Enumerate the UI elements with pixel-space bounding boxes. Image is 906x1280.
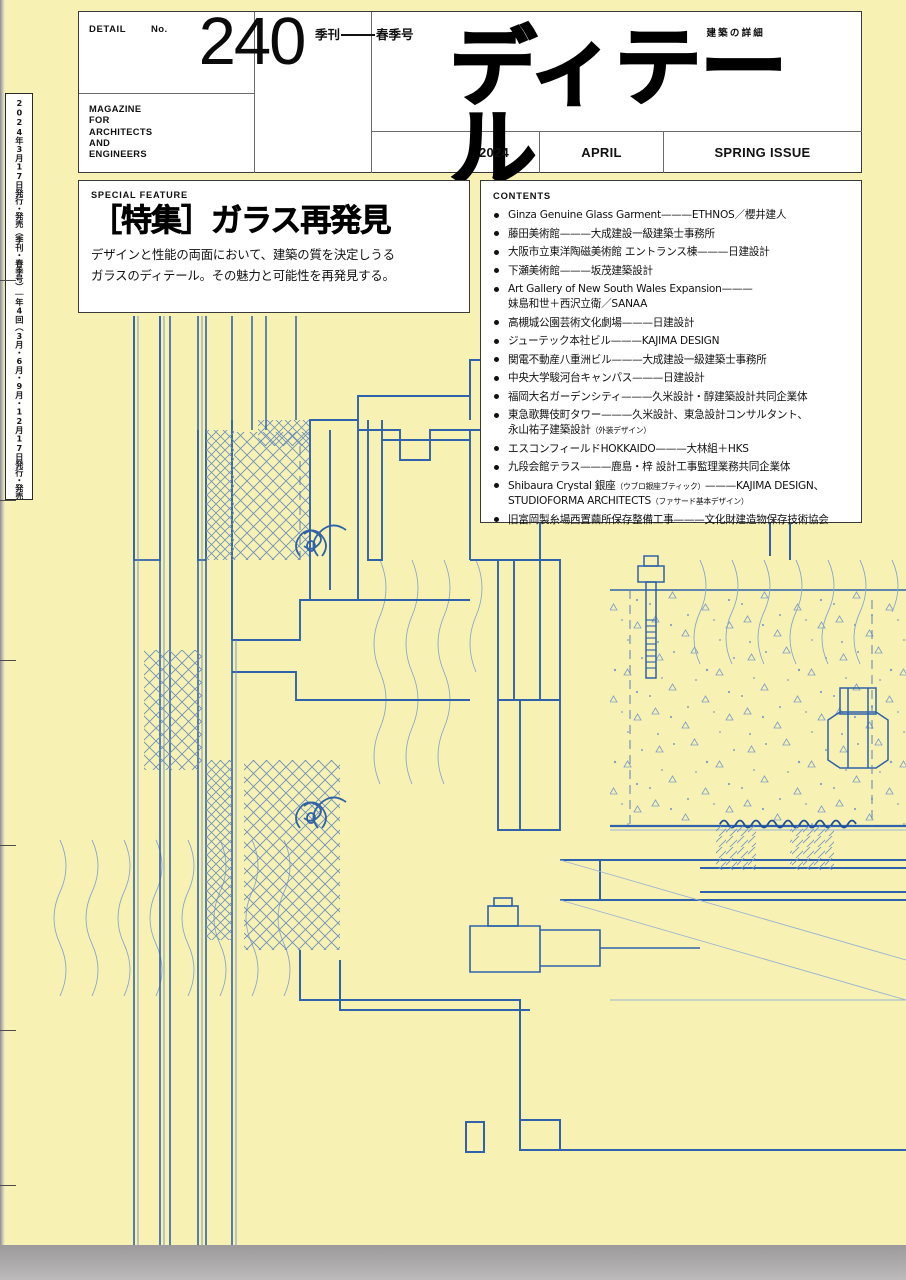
contents-item[interactable]: Art Gallery of New South Wales Expansion… <box>493 282 851 312</box>
contents-item-continuation: 永山祐子建築設計（外装デザイン） <box>508 424 651 437</box>
contents-item-title: Ginza Genuine Glass Garment———ETHNOS／櫻井建… <box>508 209 787 221</box>
header-divider-2 <box>371 12 372 173</box>
contents-item[interactable]: 東急歌舞伎町タワー———久米設計、東急設計コンサルタント、永山祐子建築設計（外装… <box>493 408 851 438</box>
header-divider-3 <box>79 93 254 94</box>
contents-item-continuation: STUDIOFORMA ARCHITECTS（ファサード基本デザイン） <box>508 495 749 507</box>
frequency-left: 季刊 <box>315 27 341 42</box>
contents-item-title: 東急歌舞伎町タワー———久米設計、東急設計コンサルタント、 <box>508 409 808 422</box>
bullet-icon <box>494 212 499 218</box>
header-divider-6 <box>663 131 664 173</box>
magazine-subtitle: MAGAZINE FOR ARCHITECTS AND ENGINEERS <box>89 104 153 160</box>
bullet-icon <box>494 483 499 489</box>
issue-no-label: No. <box>151 24 168 35</box>
contents-item-title: ジューテック本社ビル———KAJIMA DESIGN <box>508 335 720 348</box>
bullet-icon <box>494 268 499 274</box>
bullet-icon <box>494 464 499 470</box>
bullet-icon <box>494 357 499 363</box>
bullet-icon <box>494 249 499 255</box>
contents-item-title: Art Gallery of New South Wales Expansion… <box>508 283 753 296</box>
contents-panel: CONTENTS Ginza Genuine Glass Garment———E… <box>480 180 862 526</box>
contents-item-title: エスコンフィールドHOKKAIDO———大林組＋HKS <box>508 442 749 455</box>
contents-item[interactable]: 下瀬美術館———坂茂建築設計 <box>493 264 851 279</box>
issue-date-row: 2024 APRIL SPRING ISSUE <box>449 132 861 173</box>
issue-month: APRIL <box>581 145 622 160</box>
contents-item-title: 福岡大名ガーデンシティ———久米設計・醇建築設計共同企業体 <box>508 390 808 403</box>
contents-item[interactable]: 福岡大名ガーデンシティ———久米設計・醇建築設計共同企業体 <box>493 390 851 405</box>
contents-list: Ginza Genuine Glass Garment———ETHNOS／櫻井建… <box>493 208 851 528</box>
spine-imprint-text: 2024年3月17日発行・発売（季刊・春季号）｜年4回（3月・6月・9月・12月… <box>14 98 25 500</box>
bullet-icon <box>494 412 499 418</box>
header-divider-1 <box>254 12 255 173</box>
header-divider-4 <box>371 131 862 132</box>
contents-item[interactable]: Ginza Genuine Glass Garment———ETHNOS／櫻井建… <box>493 208 851 223</box>
scan-left-edge <box>0 0 5 1280</box>
contents-item[interactable]: 大阪市立東洋陶磁美術館 エントランス棟———日建設計 <box>493 245 851 260</box>
spine-imprint-column: 2024年3月17日発行・発売（季刊・春季号）｜年4回（3月・6月・9月・12月… <box>5 93 33 500</box>
edge-tick-2 <box>0 500 16 501</box>
edge-tick-6 <box>0 1185 16 1186</box>
contents-item-title: 藤田美術館———大成建設一級建築士事務所 <box>508 227 715 240</box>
detail-label: DETAIL <box>89 24 127 35</box>
logo-block: 建築の詳細 ディテール <box>448 14 861 194</box>
special-feature-title: ［特集］ガラス再発見 <box>91 203 392 239</box>
frequency-dash-icon <box>341 34 376 36</box>
bullet-icon <box>494 320 499 326</box>
special-feature-desc-line-2: ガラスのディテール。その魅力と可能性を再発見する。 <box>91 267 395 283</box>
contents-item-title: 旧富岡製糸場西置繭所保存整備工事———文化財建造物保存技術協会 <box>508 513 829 526</box>
frequency-label: 季刊 春季号 <box>315 24 445 43</box>
bullet-icon <box>494 338 499 344</box>
contents-item[interactable]: 高槻城公園芸術文化劇場———日建設計 <box>493 316 851 331</box>
header-divider-5 <box>539 131 540 173</box>
logo-subtitle: 建築の詳細 <box>706 28 765 39</box>
contents-item-title: 大阪市立東洋陶磁美術館 エントランス棟———日建設計 <box>508 246 770 259</box>
contents-item-continuation: 妹島和世＋西沢立衛／SANAA <box>508 298 648 311</box>
special-feature-kicker: SPECIAL FEATURE <box>91 190 188 200</box>
issue-season: SPRING ISSUE <box>714 145 811 160</box>
masthead-panel: DETAIL No. 240 MAGAZINE FOR ARCHITECTS A… <box>78 4 862 194</box>
contents-item[interactable]: 旧富岡製糸場西置繭所保存整備工事———文化財建造物保存技術協会 <box>493 513 851 528</box>
bullet-icon <box>494 231 499 237</box>
contents-item-note: （ウブロ銀座ブティック） <box>615 481 705 491</box>
contents-item-continuation-note: （ファサード基本デザイン） <box>650 497 749 506</box>
contents-item-title: Shibaura Crystal 銀座 <box>508 479 616 492</box>
contents-item-title: 九段会館テラス———鹿島・梓 設計工事監理業務共同企業体 <box>508 461 791 474</box>
edge-tick-4 <box>0 845 16 846</box>
bullet-icon <box>494 446 499 452</box>
logo-title: ディテール <box>448 18 789 200</box>
contents-heading: CONTENTS <box>493 190 551 201</box>
scan-bottom-edge <box>0 1245 906 1280</box>
edge-tick-5 <box>0 1030 16 1031</box>
contents-item-continuation-note: （外装デザイン） <box>590 426 651 436</box>
special-feature-description: デザインと性能の両面において、建築の質を決定しうる ガラスのディテール。その魅力… <box>91 245 457 285</box>
contents-item-title: 関電不動産八重洲ビル———大成建設一級建築士事務所 <box>508 353 767 366</box>
special-feature-desc-line-1: デザインと性能の両面において、建築の質を決定しうる <box>91 247 395 263</box>
contents-item[interactable]: ジューテック本社ビル———KAJIMA DESIGN <box>493 334 851 349</box>
bullet-icon <box>494 517 499 523</box>
contents-item[interactable]: 中央大学駿河台キャンパス———日建設計 <box>493 371 851 386</box>
contents-item-credit: ———KAJIMA DESIGN、 <box>704 479 824 492</box>
contents-item[interactable]: Shibaura Crystal 銀座（ウブロ銀座ブティック）———KAJIMA… <box>493 479 851 509</box>
contents-item[interactable]: 九段会館テラス———鹿島・梓 設計工事監理業務共同企業体 <box>493 460 851 475</box>
special-feature-panel: SPECIAL FEATURE ［特集］ガラス再発見 デザインと性能の両面におい… <box>78 180 470 313</box>
bullet-icon <box>494 286 499 292</box>
bullet-icon <box>494 375 499 381</box>
issue-year: 2024 <box>478 145 510 160</box>
contents-item-title: 高槻城公園芸術文化劇場———日建設計 <box>508 316 695 329</box>
edge-tick-1 <box>0 280 16 281</box>
contents-item[interactable]: 関電不動産八重洲ビル———大成建設一級建築士事務所 <box>493 353 851 368</box>
contents-item-title: 下瀬美術館———坂茂建築設計 <box>508 264 653 277</box>
edge-tick-3 <box>0 660 16 661</box>
issue-number: 240 <box>198 4 307 79</box>
contents-item[interactable]: エスコンフィールドHOKKAIDO———大林組＋HKS <box>493 442 851 457</box>
contents-item-title: 中央大学駿河台キャンパス———日建設計 <box>508 372 705 385</box>
bullet-icon <box>494 394 499 400</box>
contents-item[interactable]: 藤田美術館———大成建設一級建築士事務所 <box>493 227 851 242</box>
frequency-right: 春季号 <box>376 27 414 42</box>
